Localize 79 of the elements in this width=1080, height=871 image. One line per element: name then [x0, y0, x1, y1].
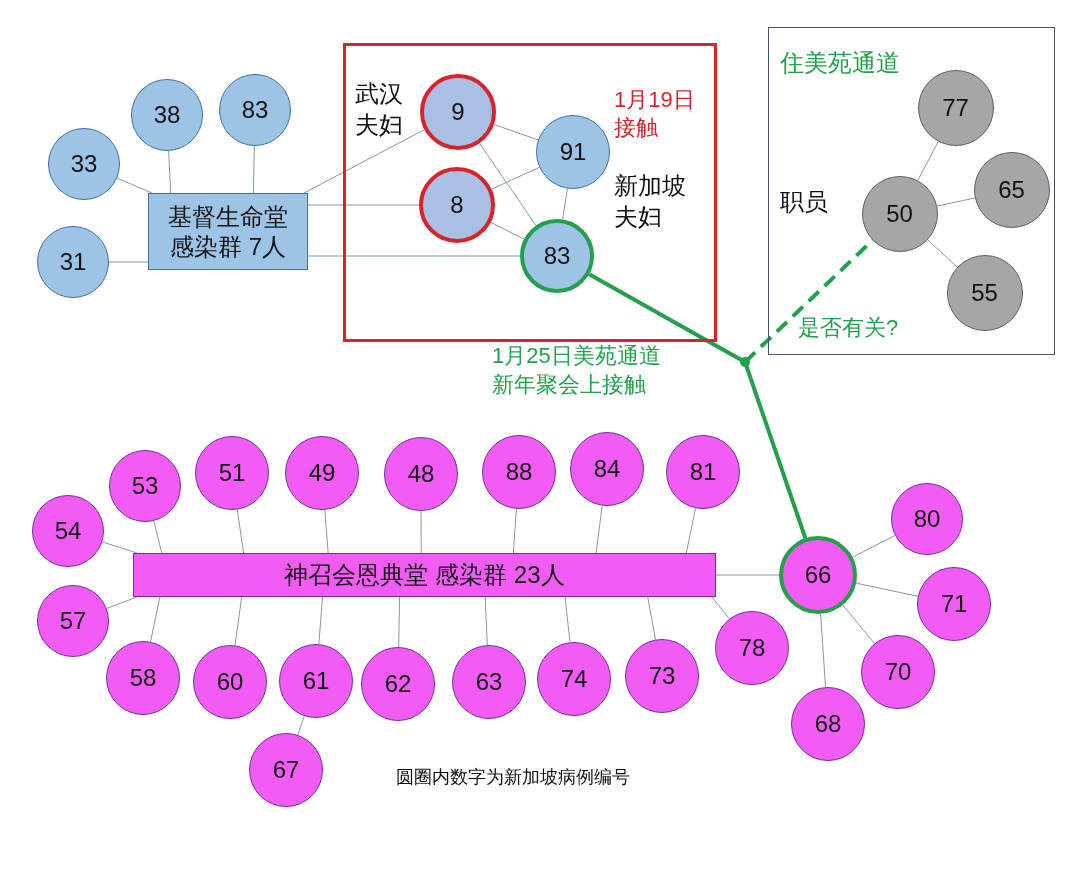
connector-line	[512, 508, 517, 554]
connector-line	[479, 142, 537, 226]
group-frame	[343, 43, 717, 342]
case-circle: 50	[861, 175, 938, 252]
case-circle: 57	[37, 585, 109, 657]
case-circle: 67	[249, 733, 323, 807]
connector-line	[236, 509, 245, 554]
connector-line	[493, 124, 539, 141]
case-circle: 9	[420, 74, 496, 150]
connector-line	[927, 239, 958, 268]
case-circle: 63	[452, 645, 526, 719]
node-caption: 职员	[779, 186, 829, 217]
case-circle: 70	[861, 635, 935, 709]
couple-label: 武汉夫妇	[355, 79, 404, 141]
connector-line	[101, 541, 138, 554]
connector-line	[491, 166, 540, 190]
case-circle: 78	[715, 611, 789, 685]
connector-line	[153, 520, 163, 554]
footnote: 圆圈内数字为新加坡病例编号	[396, 766, 631, 789]
case-circle: 71	[917, 567, 991, 641]
connector-line	[303, 129, 425, 194]
cluster-box: 神召会恩典堂 感染群 23人	[133, 553, 716, 597]
case-circle: 91	[536, 115, 610, 189]
connector-line	[820, 613, 826, 688]
case-circle: 58	[106, 641, 180, 715]
connector-line	[168, 150, 172, 194]
case-circle: 62	[361, 647, 435, 721]
case-circle: 83	[219, 74, 291, 146]
connector-line	[917, 141, 939, 181]
case-circle: 48	[384, 437, 458, 511]
case-circle: 65	[973, 151, 1050, 228]
case-circle: 81	[666, 435, 740, 509]
junction-dot	[740, 357, 750, 367]
connector-line	[564, 596, 571, 643]
case-circle: 49	[285, 436, 359, 510]
connector-line	[318, 596, 323, 645]
connector-line	[484, 596, 488, 646]
connector-line	[936, 197, 976, 207]
connector-line	[324, 509, 329, 554]
case-circle: 61	[279, 644, 353, 718]
connector-line	[490, 221, 525, 240]
connector-line	[252, 145, 255, 194]
connector-line	[398, 596, 401, 648]
case-circle: 73	[625, 639, 699, 713]
case-circle: 74	[537, 642, 611, 716]
couple-label: 新加坡夫妇	[614, 171, 687, 233]
case-circle: 80	[891, 483, 963, 555]
connector-line	[297, 715, 305, 736]
case-circle: 38	[131, 79, 203, 151]
connector-line	[647, 596, 656, 641]
connector-line	[420, 510, 422, 554]
case-circle: 51	[195, 436, 269, 510]
cluster-box: 基督生命堂感染群 7人	[148, 193, 308, 270]
connector-line	[234, 596, 243, 646]
case-circle: 77	[917, 69, 994, 146]
case-circle: 53	[109, 450, 181, 522]
connector-line	[842, 604, 875, 644]
connector-line	[116, 177, 153, 194]
case-circle: 68	[791, 687, 865, 761]
connector-line	[855, 582, 919, 597]
group-heading: 住美苑通道	[780, 48, 901, 78]
connector-line	[852, 534, 896, 558]
case-circle: 60	[193, 645, 267, 719]
connector-line	[106, 596, 138, 609]
case-circle: 54	[32, 495, 104, 567]
connector-line	[150, 596, 161, 643]
case-circle: 84	[570, 432, 644, 506]
connector-line	[595, 505, 603, 554]
case-circle: 83	[520, 219, 594, 293]
case-circle: 88	[482, 435, 556, 509]
case-circle: 55	[946, 254, 1023, 331]
connector-line	[685, 507, 696, 554]
case-circle: 8	[419, 167, 495, 243]
case-circle: 33	[48, 128, 120, 200]
group-heading: 1月19日接触	[614, 86, 696, 141]
case-circle: 31	[37, 226, 109, 298]
connector-line	[711, 596, 730, 620]
connector-line	[562, 188, 568, 220]
case-circle: 66	[779, 536, 857, 614]
